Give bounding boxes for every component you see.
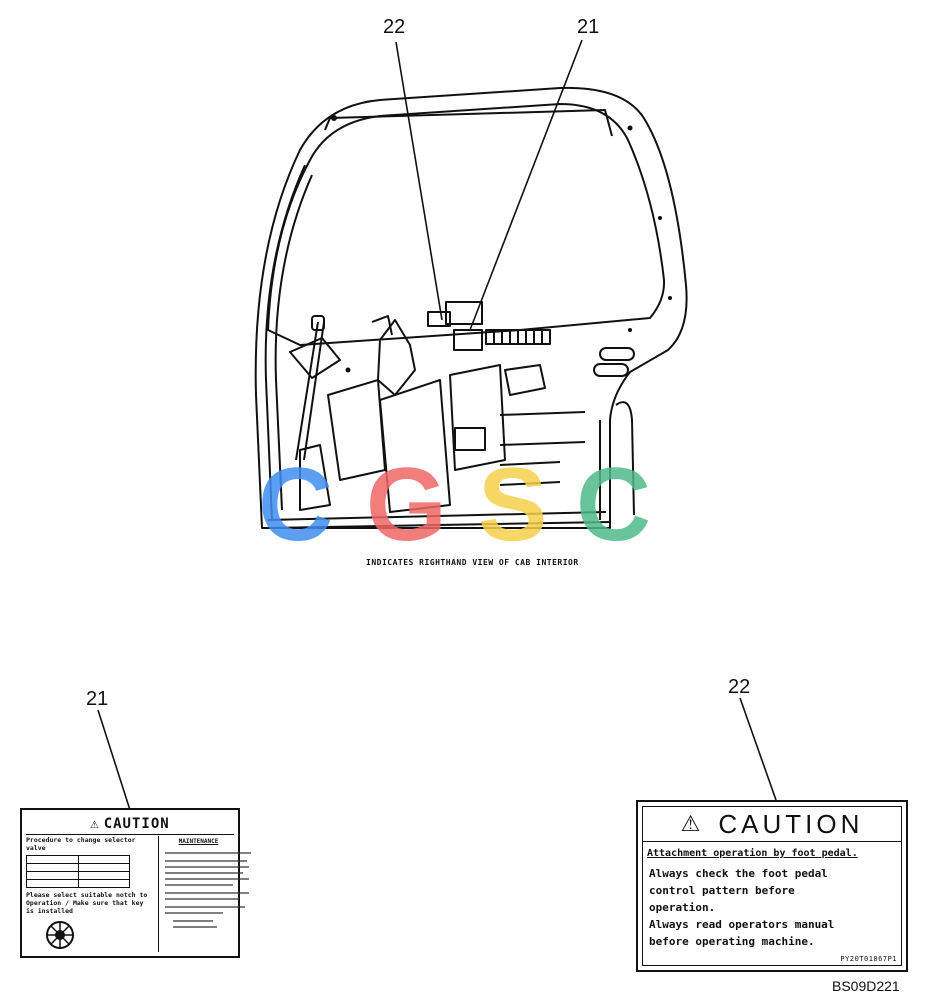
decal-22-line: operation.	[649, 901, 716, 914]
decal-21-notes: Please select suitable notch to Operatio…	[26, 891, 148, 915]
table-cell	[77, 863, 130, 872]
decal-22-header: ⚠ CAUTION	[643, 807, 901, 842]
decal-22-body: Always check the foot pedal control patt…	[643, 859, 901, 950]
table-cell	[26, 855, 79, 864]
decal-22-part-code: PY20T01067P1	[840, 955, 897, 963]
callout-22-top: 22	[383, 16, 406, 38]
callout-21-top: 21	[577, 16, 600, 38]
drawing-id: BS09D221	[832, 978, 900, 994]
callout-21-label: 21	[86, 688, 109, 710]
table-cell	[77, 871, 130, 880]
watermark-letter: C	[576, 448, 651, 558]
table-cell	[77, 855, 130, 864]
table-cell	[26, 879, 79, 888]
decal-21-maintenance: MAINTENANCE	[158, 836, 251, 952]
decal-21-title: CAUTION	[103, 816, 170, 832]
watermark-logo: C G S C	[258, 448, 651, 558]
watermark-letter: S	[478, 448, 547, 558]
caution-decal-21: ⚠ CAUTION Procedure to change selector v…	[20, 808, 251, 958]
callout-22-label: 22	[728, 676, 751, 698]
decal-21-header: ⚠ CAUTION	[26, 814, 234, 835]
decal-22-subtitle: Attachment operation by foot pedal.	[647, 848, 858, 859]
decal-22-title: CAUTION	[718, 808, 864, 839]
decal-22-line: control pattern before	[649, 884, 795, 897]
table-cell	[77, 879, 130, 888]
caution-decal-22: ⚠ CAUTION Attachment operation by foot p…	[636, 800, 908, 972]
maintenance-text-block	[165, 852, 251, 928]
cab-interior-drawing	[254, 39, 688, 529]
decal-21-maintenance-title: MAINTENANCE	[178, 838, 219, 845]
decal-21-procedure: Procedure to change selector valve Pleas…	[26, 836, 154, 952]
table-cell	[26, 863, 79, 872]
decal-22-inner: ⚠ CAUTION Attachment operation by foot p…	[642, 806, 902, 966]
decal-22-line: Always read operators manual	[649, 918, 835, 931]
table-cell	[26, 871, 79, 880]
decal-22-line: before operating machine.	[649, 935, 815, 948]
decal-21-procedure-text: Procedure to change selector valve	[26, 836, 136, 852]
watermark-letter: G	[366, 448, 447, 558]
decal-22-line: Always check the foot pedal	[649, 867, 828, 880]
steering-wheel-icon	[46, 921, 74, 949]
watermark-letter: C	[258, 448, 333, 558]
warning-triangle-icon: ⚠	[90, 816, 100, 832]
view-caption: INDICATES RIGHTHAND VIEW OF CAB INTERIOR	[366, 558, 579, 567]
decal-21-pattern-table	[26, 855, 130, 888]
warning-triangle-icon: ⚠	[680, 811, 701, 836]
